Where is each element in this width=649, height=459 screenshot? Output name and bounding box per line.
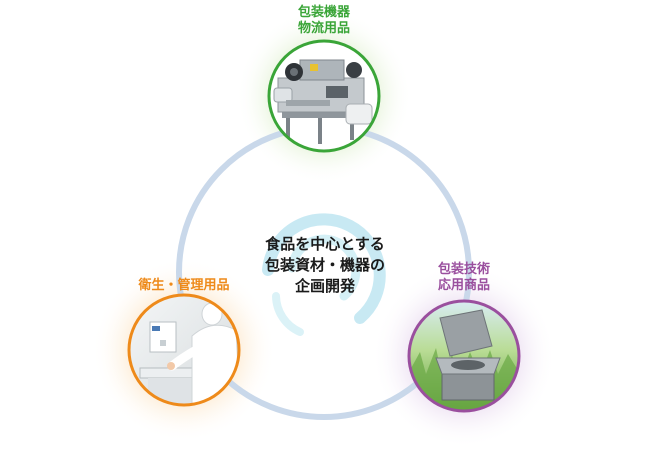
label-line: 包装機器 [284,5,364,21]
node-label-packaging-tech: 包装技術 応用商品 [424,262,504,294]
center-caption: 食品を中心とする 包装資材・機器の 企画開発 [230,234,420,297]
center-line: 包装資材・機器の [230,255,420,276]
packaging-tech-image [409,301,519,411]
label-line: 応用商品 [424,278,504,294]
label-line: 衛生・管理用品 [124,278,244,294]
packaging-machinery-image [269,41,379,151]
center-line: 食品を中心とする [230,234,420,255]
node-label-hygiene-management: 衛生・管理用品 [124,278,244,294]
hygiene-management-image [129,295,240,406]
center-line: 企画開発 [230,276,420,297]
label-line: 物流用品 [284,21,364,37]
label-line: 包装技術 [424,262,504,278]
node-label-packaging-machinery: 包装機器 物流用品 [284,5,364,37]
